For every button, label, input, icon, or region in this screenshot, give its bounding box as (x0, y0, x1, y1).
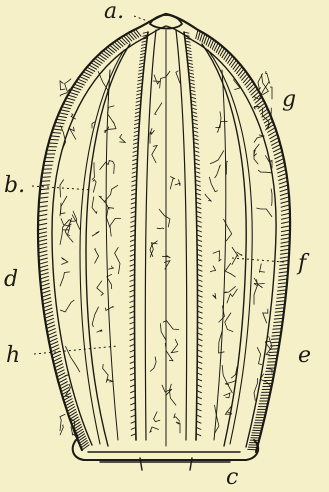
label-c: c (226, 465, 238, 490)
label-g: g (282, 87, 296, 112)
label-h: h (6, 343, 20, 368)
label-a: a. (104, 0, 124, 24)
label-b: b. (4, 173, 25, 198)
label-e: e (298, 343, 311, 368)
label-d: d (4, 267, 18, 292)
